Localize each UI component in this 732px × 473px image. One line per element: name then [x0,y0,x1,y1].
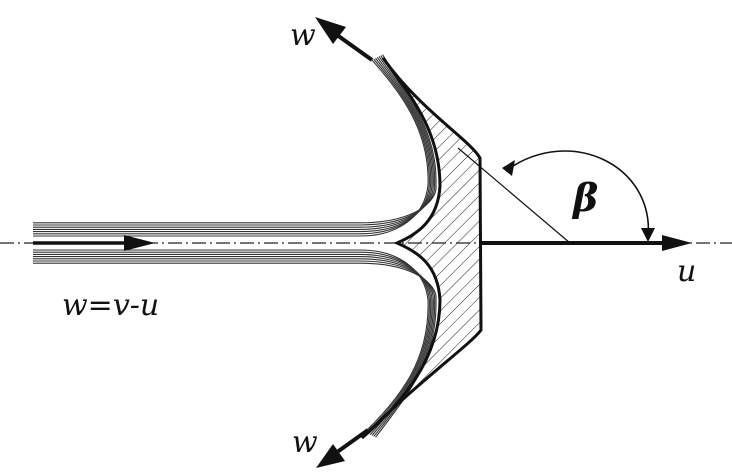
w-bottom-label: w [292,425,318,460]
jet-streamline-upper [33,58,430,235]
u-vector-arrowhead [662,235,692,251]
u-label: u [677,254,696,289]
jet-streamline-lower [33,258,434,436]
jet-streamline-upper [33,59,429,237]
relative-velocity-equation: w=v-u [62,288,159,323]
deflector-body [360,57,483,440]
jet-streamline-lower [33,249,429,433]
beta-label: β [571,175,598,220]
w-bottom-arrowhead [316,444,345,468]
jet-streamline-upper [33,55,436,226]
w-top-label: w [290,18,316,53]
w-top-arrowhead [315,17,346,44]
jet-streamline-upper [33,56,434,228]
jet-streamline-upper [33,57,432,233]
jet-streamline-upper [33,57,433,230]
w-bottom-arrow-shaft [331,428,370,457]
beta-arc-arrowhead-start [502,160,515,176]
beta-arc-arrowhead-end [641,228,655,242]
jet-streamlines [33,54,437,438]
incoming-jet-arrowhead [124,235,155,251]
beta-angle-arc [506,150,650,239]
angle-reference-line [457,147,571,244]
jet-streamline-lower [33,251,430,434]
jet-streamline-lower [33,256,433,436]
jet-streamline-upper [33,54,437,224]
jet-streamline-lower [33,253,432,435]
